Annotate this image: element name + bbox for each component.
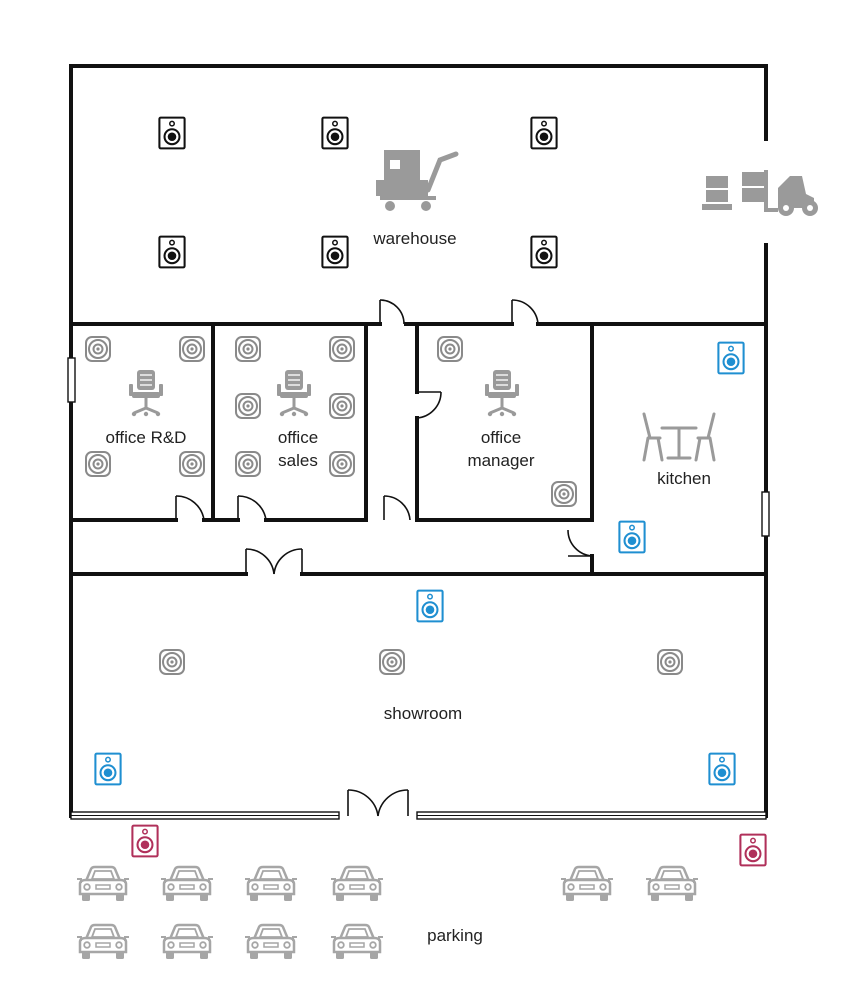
box-speaker-icon: [321, 116, 349, 150]
car-icon: [160, 865, 214, 903]
car-icon: [76, 865, 130, 903]
red-speakers: [131, 824, 767, 867]
room-label-office-rd: office R&D: [106, 428, 187, 447]
box-speaker-icon: [158, 235, 186, 269]
ceiling-speaker-icon: [85, 336, 111, 362]
car-icon: [76, 923, 130, 961]
box-speaker-icon: [530, 116, 558, 150]
forklift-icon: [702, 170, 818, 216]
room-label-office-sales-line2: sales: [278, 451, 318, 470]
car-icon: [645, 865, 699, 903]
ceiling-speaker-icon: [179, 451, 205, 477]
room-label-kitchen: kitchen: [657, 469, 711, 488]
room-label-warehouse: warehouse: [372, 229, 456, 248]
box-speaker-icon: [94, 752, 122, 786]
room-label-showroom: showroom: [384, 704, 462, 723]
parked-cars: [76, 865, 699, 961]
windows: [67, 357, 770, 820]
car-icon: [244, 865, 298, 903]
office-chair-icon: [275, 368, 313, 418]
ceiling-speaker-icon: [85, 451, 111, 477]
car-icon: [330, 865, 384, 903]
box-speaker-icon: [131, 824, 159, 858]
ceiling-speaker-icon: [379, 649, 405, 675]
box-speaker-icon: [618, 520, 646, 554]
room-label-office-manager-line2: manager: [467, 451, 534, 470]
walls: [69, 64, 768, 818]
warehouse-speakers: [158, 116, 558, 269]
doors: [175, 299, 593, 817]
box-speaker-icon: [708, 752, 736, 786]
box-speaker-icon: [416, 589, 444, 623]
ceiling-speaker-icon: [329, 336, 355, 362]
ceiling-speaker-icon: [329, 451, 355, 477]
ceiling-speaker-icon: [329, 393, 355, 419]
office-chair-icon: [127, 368, 165, 418]
cart-scale-icon: [376, 150, 459, 211]
room-label-office-sales-line1: office: [278, 428, 318, 447]
box-speaker-icon: [717, 341, 745, 375]
ceiling-speaker-icon: [235, 393, 261, 419]
box-speaker-icon: [158, 116, 186, 150]
car-icon: [560, 865, 614, 903]
car-icon: [160, 923, 214, 961]
room-label-office-manager-line1: office: [481, 428, 521, 447]
ceiling-speaker-icon: [159, 649, 185, 675]
ceiling-speaker-icon: [179, 336, 205, 362]
office-chair-icon: [483, 368, 521, 418]
ceiling-speaker-icon: [551, 481, 577, 507]
ceiling-speaker-icon: [235, 451, 261, 477]
box-speaker-icon: [530, 235, 558, 269]
box-speaker-icon: [739, 833, 767, 867]
ceiling-speaker-icon: [657, 649, 683, 675]
ceiling-speaker-icon: [235, 336, 261, 362]
table-chairs-icon: [642, 412, 716, 462]
ceiling-speaker-icon: [437, 336, 463, 362]
area-label-parking: parking: [427, 926, 483, 945]
box-speaker-icon: [321, 235, 349, 269]
car-icon: [244, 923, 298, 961]
car-icon: [330, 923, 384, 961]
